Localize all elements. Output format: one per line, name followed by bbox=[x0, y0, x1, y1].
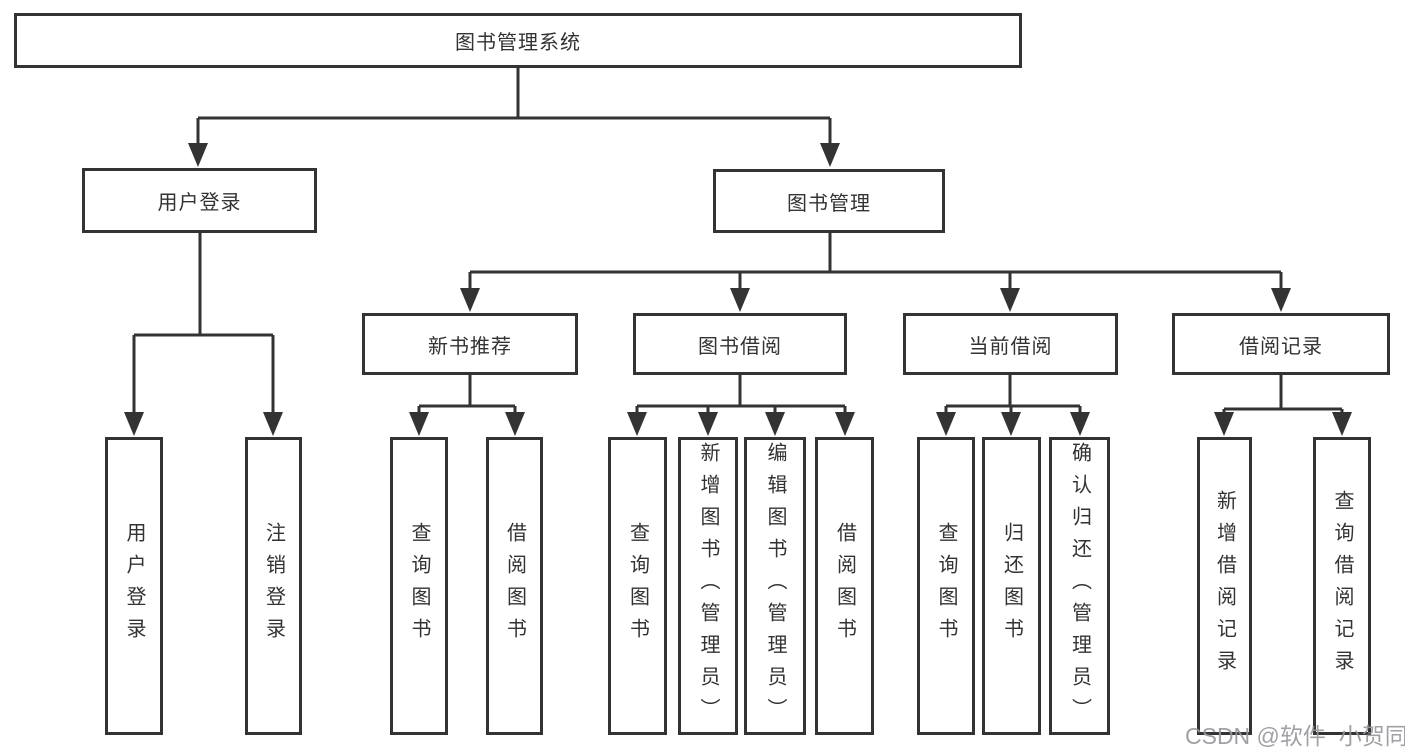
edge-borrow-records-to-leaves bbox=[1222, 375, 1344, 414]
node-label: 查询图书 bbox=[626, 522, 649, 650]
node-label: 新书推荐 bbox=[428, 335, 512, 358]
node-label: 借阅记录 bbox=[1239, 335, 1323, 358]
leaf-br-add-borrow-record: 新增借阅记录 bbox=[1197, 437, 1252, 735]
node-label: 借阅图书 bbox=[833, 522, 856, 650]
edge-book-mgmt-to-level3 bbox=[468, 233, 1283, 290]
node-label: 编辑图书（管理员） bbox=[764, 442, 786, 730]
arrow-down-icon bbox=[409, 412, 429, 436]
arrow-down-icon bbox=[698, 412, 718, 436]
leaf-cb-return-books: 归还图书 bbox=[982, 437, 1041, 735]
node-label: 当前借阅 bbox=[968, 335, 1053, 358]
leaf-nbr-borrow-books: 借阅图书 bbox=[486, 437, 543, 735]
leaf-logout: 注销登录 bbox=[245, 437, 302, 735]
edge-current-borrow-to-leaves bbox=[944, 375, 1082, 414]
arrowheads bbox=[124, 143, 1352, 436]
arrow-down-icon bbox=[1214, 412, 1234, 436]
node-label: 借阅图书 bbox=[503, 522, 526, 650]
watermark: CSDN @软件_小贺同学 bbox=[1185, 723, 1405, 747]
leaf-bb-add-book-admin: 新增图书（管理员） bbox=[678, 437, 738, 735]
arrow-down-icon bbox=[820, 143, 840, 167]
edge-new-book-rec-to-leaves bbox=[417, 375, 517, 414]
node-borrow-records: 借阅记录 bbox=[1172, 313, 1390, 375]
leaf-bb-borrow-books: 借阅图书 bbox=[815, 437, 874, 735]
leaf-cb-query-books: 查询图书 bbox=[917, 437, 975, 735]
arrow-down-icon bbox=[1271, 288, 1291, 312]
arrow-down-icon bbox=[765, 412, 785, 436]
node-label: 新增图书（管理员） bbox=[697, 442, 719, 730]
arrow-down-icon bbox=[835, 412, 855, 436]
leaf-bb-query-books: 查询图书 bbox=[608, 437, 667, 735]
node-label: 查询图书 bbox=[935, 522, 957, 650]
leaf-br-query-borrow-record: 查询借阅记录 bbox=[1313, 437, 1371, 735]
leaf-nbr-query-books: 查询图书 bbox=[390, 437, 448, 735]
node-book-borrow: 图书借阅 bbox=[633, 313, 847, 375]
node-new-book-recommend: 新书推荐 bbox=[362, 313, 578, 375]
arrow-down-icon bbox=[263, 412, 283, 436]
node-label: 归还图书 bbox=[1000, 522, 1023, 650]
leaf-cb-confirm-return-admin: 确认归还（管理员） bbox=[1049, 437, 1110, 735]
node-label: 图书管理系统 bbox=[455, 32, 581, 54]
node-label: 查询图书 bbox=[408, 522, 430, 650]
node-book-management: 图书管理 bbox=[713, 169, 945, 233]
arrow-down-icon bbox=[627, 412, 647, 436]
node-label: 查询借阅记录 bbox=[1331, 490, 1353, 682]
arrow-down-icon bbox=[1001, 412, 1021, 436]
arrow-down-icon bbox=[1000, 288, 1020, 312]
leaf-user-login: 用户登录 bbox=[105, 437, 163, 735]
arrow-down-icon bbox=[505, 412, 525, 436]
arrow-down-icon bbox=[1070, 412, 1090, 436]
node-user-login: 用户登录 bbox=[82, 168, 317, 233]
node-label: 确认归还（管理员） bbox=[1068, 442, 1091, 730]
connector-edges bbox=[132, 68, 1344, 414]
arrow-down-icon bbox=[730, 288, 750, 312]
node-label: 注销登录 bbox=[262, 522, 285, 650]
node-label: 用户登录 bbox=[123, 522, 145, 650]
arrow-down-icon bbox=[460, 288, 480, 312]
arrow-down-icon bbox=[936, 412, 956, 436]
arrow-down-icon bbox=[124, 412, 144, 436]
node-current-borrow: 当前借阅 bbox=[903, 313, 1118, 375]
edge-user-login-to-leaves bbox=[132, 233, 275, 414]
node-label: 用户登录 bbox=[157, 192, 242, 214]
leaf-bb-edit-book-admin: 编辑图书（管理员） bbox=[744, 437, 806, 735]
edge-book-borrow-to-leaves bbox=[635, 375, 847, 414]
arrow-down-icon bbox=[1332, 412, 1352, 436]
edge-root-to-level2 bbox=[196, 68, 832, 146]
node-label: 图书借阅 bbox=[698, 335, 782, 358]
arrow-down-icon bbox=[188, 143, 208, 167]
node-root-library-system: 图书管理系统 bbox=[14, 13, 1022, 68]
node-label: 新增借阅记录 bbox=[1213, 490, 1236, 682]
node-label: 图书管理 bbox=[787, 192, 871, 215]
